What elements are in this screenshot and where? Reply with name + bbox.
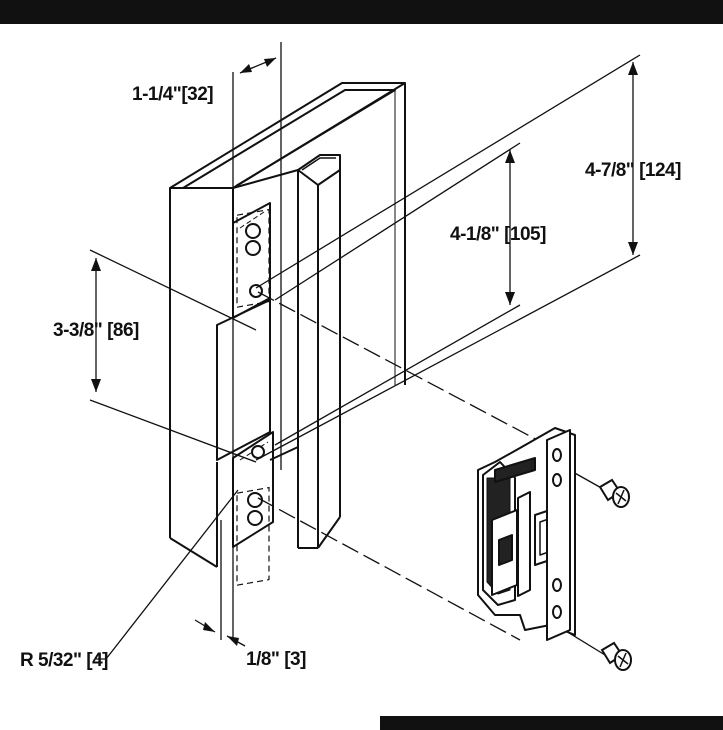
hole-icon (245, 223, 261, 239)
arrowheads (91, 58, 638, 646)
label-overall-height: 4-7/8" [124] (585, 160, 681, 181)
hole-icon (245, 240, 261, 256)
stop-top (297, 154, 341, 186)
mortise-outlines (236, 208, 270, 586)
label-backset-width: 1-1/4"[32] (132, 84, 213, 105)
hole-icon (247, 510, 263, 526)
hole-icon (247, 492, 263, 508)
top-frame-bar (0, 0, 723, 24)
label-faceplate-height: 4-1/8" [105] (450, 224, 546, 245)
bottom-frame-bar (380, 716, 723, 730)
frame-screw-holes (245, 223, 265, 526)
electric-strike (477, 427, 576, 641)
mounting-screws (598, 478, 632, 671)
hole-icon (249, 284, 263, 298)
hole-icon (251, 445, 265, 459)
screw-icon (600, 641, 632, 671)
label-corner-radius: R 5/32" [4] (20, 650, 108, 671)
upper-lip-plate (232, 202, 271, 319)
screw-icon (598, 478, 630, 508)
label-cutout-height: 3-3/8" [86] (53, 320, 139, 341)
frame-top-inner (182, 89, 396, 189)
door-frame (169, 82, 406, 568)
label-lip-depth: 1/8" [3] (246, 649, 306, 670)
dimension-lines (89, 42, 641, 660)
